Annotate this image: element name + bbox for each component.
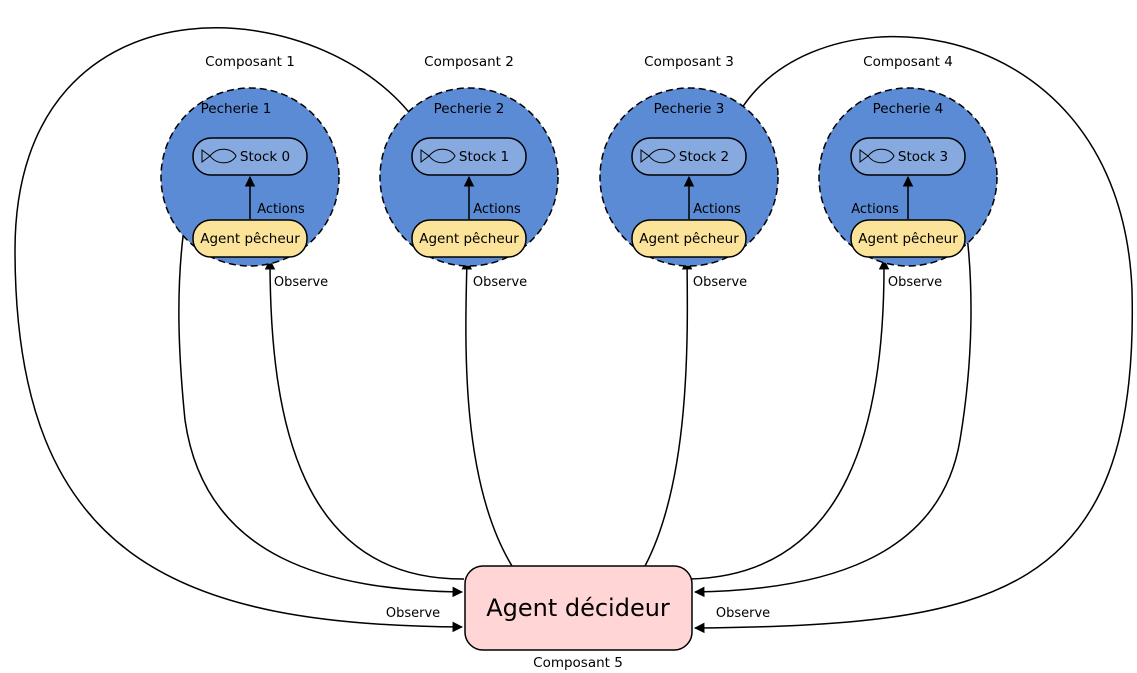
fisher-agent-label: Agent pêcheur — [419, 231, 519, 247]
component-label: Composant 3 — [644, 54, 734, 70]
link-decider-observe-agent2 — [461, 258, 513, 567]
link-stock0-to-decider — [178, 169, 464, 598]
fisher-agent-label: Agent pêcheur — [858, 231, 958, 247]
component-2: Composant 2 Pecherie 2 Stock 1 Actions A… — [379, 54, 559, 290]
stock-label: Stock 3 — [898, 149, 948, 165]
stock-box — [850, 137, 966, 176]
stock-box — [192, 137, 308, 176]
observe-label: Observe — [274, 275, 328, 290]
stock-label: Stock 2 — [679, 149, 729, 165]
observe-label: Observe — [473, 275, 527, 290]
fisher-agent-box — [631, 219, 747, 258]
component-1: Composant 1 Pecherie 1 Stock 0 Actions A… — [160, 54, 340, 290]
link-stock3-to-decider — [693, 171, 972, 598]
link-stock1-to-decider — [14, 27, 464, 633]
decider-agent-box — [464, 565, 693, 651]
fish-icon — [859, 148, 895, 164]
observe-label-left: Observe — [386, 606, 440, 621]
fishery-label: Pecherie 1 — [201, 101, 272, 117]
decider-agent-label: Agent décideur — [486, 594, 670, 622]
actions-label: Actions — [473, 202, 521, 217]
component-4: Composant 4 Pecherie 4 Stock 3 Actions A… — [818, 54, 998, 290]
fish-icon — [420, 148, 456, 164]
actions-label: Actions — [257, 202, 305, 217]
observe-label-right: Observe — [716, 606, 770, 621]
stock-box — [631, 137, 747, 176]
fisher-agent-label: Agent pêcheur — [200, 231, 300, 247]
fishery-label: Pecherie 2 — [434, 101, 505, 117]
fisher-agent-box — [850, 219, 966, 258]
stock-box — [411, 137, 527, 176]
component-label: Composant 4 — [863, 54, 953, 70]
link-stock2-to-decider — [693, 35, 1134, 634]
fisher-agent-box — [192, 219, 308, 258]
actions-label: Actions — [851, 202, 899, 217]
fishery-label: Pecherie 3 — [654, 101, 725, 117]
fish-icon — [201, 148, 237, 164]
fisher-agent-box — [411, 219, 527, 258]
component-label: Composant 2 — [424, 54, 514, 70]
component-3: Composant 3 Pecherie 3 Stock 2 Actions A… — [599, 54, 779, 290]
decider-component-label: Composant 5 — [533, 655, 623, 671]
fish-icon — [640, 148, 676, 164]
observe-label: Observe — [693, 275, 747, 290]
actions-label: Actions — [693, 202, 741, 217]
link-decider-observe-agent4 — [689, 258, 890, 580]
component-label: Composant 1 — [205, 54, 295, 70]
link-decider-observe-agent3 — [644, 258, 693, 567]
stock-label: Stock 0 — [240, 149, 290, 165]
fishery-label: Pecherie 4 — [873, 101, 944, 117]
link-decider-observe-agent1 — [264, 258, 465, 580]
decider-component: Agent décideur Composant 5 — [464, 565, 693, 671]
observe-label: Observe — [888, 275, 942, 290]
fisher-agent-label: Agent pêcheur — [639, 231, 739, 247]
stock-label: Stock 1 — [459, 149, 509, 165]
